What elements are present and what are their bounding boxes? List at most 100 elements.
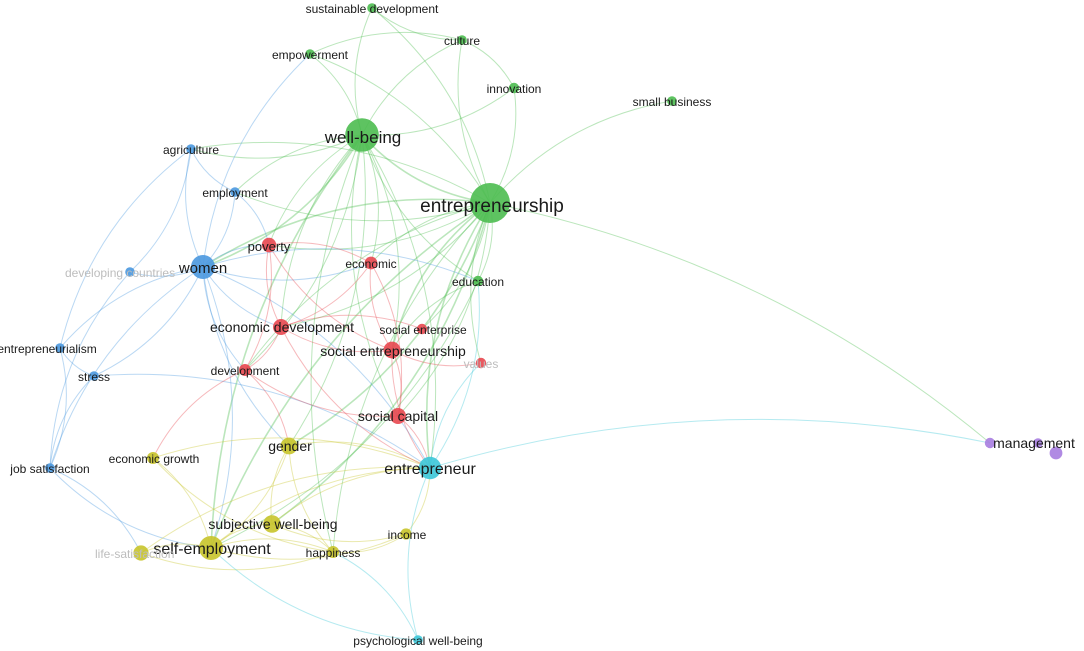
- edge-entrepreneurship-happiness: [332, 202, 491, 553]
- edge-entrepreneur-values: [429, 362, 482, 469]
- label-economic-development: economic development: [210, 319, 354, 335]
- node-happiness[interactable]: [327, 546, 339, 558]
- edge-agriculture-employment: [190, 148, 236, 193]
- edge-gender-entrepreneur: [288, 441, 431, 469]
- edge-entrepreneurship-gender: [288, 202, 491, 447]
- node-gender[interactable]: [280, 437, 298, 455]
- edge-entrepreneurship-empowerment: [309, 53, 491, 204]
- edge-entrepreneurship-management: [489, 202, 991, 444]
- node-management-satellite-1[interactable]: [1033, 438, 1043, 448]
- label-women: women: [178, 260, 227, 277]
- edge-women-development: [202, 266, 246, 371]
- edge-well-being-social-entrepreneurship: [361, 134, 400, 351]
- edge-entrepreneurship-economic-development: [280, 202, 491, 328]
- edge-economic-economic-development: [280, 262, 372, 328]
- edge-economic-social-capital: [370, 262, 403, 417]
- edge-women-stress: [93, 266, 204, 377]
- label-economic: economic: [345, 257, 396, 271]
- network-nodes: [45, 3, 1063, 645]
- label-gender: gender: [268, 438, 312, 454]
- node-agriculture[interactable]: [186, 144, 196, 154]
- label-small-business: small business: [633, 95, 712, 109]
- edge-entrepreneurship-sustainable-development: [371, 7, 491, 204]
- label-well-being: well-being: [324, 128, 402, 147]
- node-development[interactable]: [239, 364, 251, 376]
- edge-self-employment-income: [210, 533, 407, 560]
- edge-development-gender: [244, 369, 290, 447]
- edge-entrepreneurship-employment: [234, 191, 491, 222]
- node-life-satisfaction[interactable]: [133, 545, 149, 561]
- node-social-entrepreneurship[interactable]: [383, 341, 401, 359]
- node-social-enterprise[interactable]: [416, 323, 428, 335]
- node-small-business[interactable]: [667, 96, 677, 106]
- node-economic-development[interactable]: [273, 319, 289, 335]
- label-values: values: [464, 357, 499, 371]
- edge-education-social-entrepreneurship: [391, 280, 479, 351]
- edge-entrepreneurship-culture: [457, 39, 491, 204]
- node-education[interactable]: [472, 275, 484, 287]
- edge-well-being-happiness: [310, 134, 363, 553]
- edge-women-gender: [202, 266, 290, 447]
- node-innovation[interactable]: [508, 82, 520, 94]
- node-entrepreneurship[interactable]: [470, 183, 510, 223]
- edge-well-being-women: [202, 134, 363, 268]
- node-entrepreneur[interactable]: [418, 456, 442, 480]
- node-income[interactable]: [400, 528, 412, 540]
- edge-well-being-innovation: [361, 87, 515, 136]
- label-empowerment: empowerment: [272, 48, 349, 62]
- label-stress: stress: [78, 370, 110, 384]
- edge-entrepreneurialism-job-satisfaction: [49, 347, 67, 469]
- node-employment[interactable]: [230, 187, 240, 197]
- node-social-capital[interactable]: [390, 408, 406, 424]
- edge-entrepreneurship-poverty: [268, 202, 491, 250]
- edge-education-self-employment: [210, 280, 479, 549]
- node-management[interactable]: [984, 437, 996, 449]
- node-values[interactable]: [475, 357, 487, 369]
- edge-job-satisfaction-life-satisfaction: [49, 467, 142, 554]
- label-education: education: [452, 275, 504, 289]
- label-happiness: happiness: [306, 546, 361, 560]
- label-income: income: [388, 528, 427, 542]
- node-economic-growth[interactable]: [147, 452, 159, 464]
- network-edges: [49, 7, 991, 641]
- edge-well-being-poverty: [268, 134, 363, 246]
- edge-happiness-life-satisfaction: [140, 551, 334, 571]
- edge-well-being-employment: [234, 134, 363, 193]
- edge-life-satisfaction-entrepreneur: [140, 466, 431, 554]
- label-innovation: innovation: [487, 82, 542, 96]
- node-poverty[interactable]: [261, 237, 277, 253]
- node-stress[interactable]: [89, 371, 99, 381]
- node-sustainable-development[interactable]: [367, 3, 377, 13]
- label-life-satisfaction: life-satisfaction: [95, 547, 174, 561]
- node-self-employment[interactable]: [199, 536, 223, 560]
- edge-economic-development-social-entrepreneurship: [280, 326, 393, 353]
- label-self-employment: self-employment: [153, 541, 271, 558]
- edge-entrepreneurship-social-entrepreneurship: [391, 202, 491, 351]
- edge-entrepreneur-psychological-well-being: [407, 467, 431, 641]
- label-subjective-well-being: subjective well-being: [208, 516, 337, 532]
- node-economic[interactable]: [364, 256, 378, 270]
- node-developing-countries[interactable]: [125, 267, 135, 277]
- node-entrepreneurialism[interactable]: [55, 343, 65, 353]
- node-job-satisfaction[interactable]: [45, 463, 55, 473]
- label-developing-countries: developing countries: [65, 266, 175, 280]
- edge-economic-social-entrepreneurship: [369, 262, 393, 351]
- node-management-satellite-2[interactable]: [1049, 446, 1063, 460]
- node-culture[interactable]: [457, 35, 467, 45]
- edge-economic-growth-happiness: [152, 457, 334, 553]
- edge-development-economic-growth: [152, 369, 246, 459]
- node-well-being[interactable]: [345, 118, 379, 152]
- edge-well-being-gender: [288, 134, 366, 447]
- node-empowerment[interactable]: [305, 49, 315, 59]
- edge-job-satisfaction-self-employment: [49, 467, 212, 549]
- edge-women-economic: [202, 262, 372, 281]
- label-agriculture: agriculture: [163, 143, 219, 157]
- edge-well-being-social-capital: [351, 134, 399, 417]
- edge-happiness-income: [332, 533, 407, 554]
- edge-subjective-well-being-income: [271, 523, 407, 543]
- node-subjective-well-being[interactable]: [263, 515, 281, 533]
- node-women[interactable]: [191, 255, 215, 279]
- node-psychological-well-being[interactable]: [413, 635, 423, 645]
